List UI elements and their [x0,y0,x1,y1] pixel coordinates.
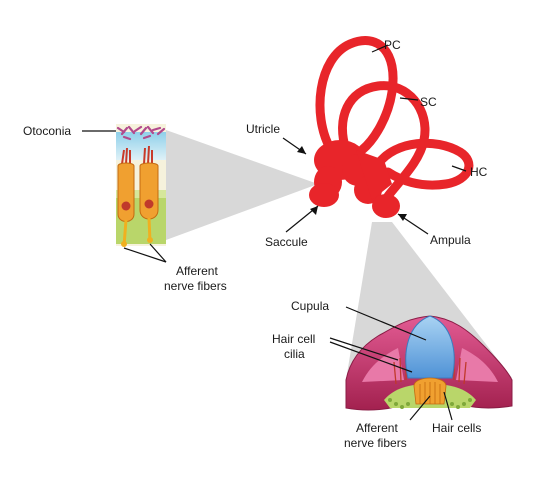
saccule-body [309,183,339,207]
labyrinth [315,36,474,201]
label-hair-cell-cilia-2: cilia [284,347,305,361]
label-hair-cell-cilia-1: Hair cell [272,332,315,346]
label-ampula: Ampula [430,233,471,247]
ampulla-body [372,194,400,218]
label-pc: PC [384,38,401,52]
superior-canal [338,81,430,201]
otolith-inset [116,124,166,247]
ampulla-inset [345,315,513,411]
label-otoconia: Otoconia [23,124,71,138]
vestibule [309,140,400,218]
label-utricle: Utricle [246,122,280,136]
label-afferent-bottom-1: Afferent [356,421,398,435]
label-cupula: Cupula [291,299,329,313]
label-afferent-top-2: nerve fibers [164,279,227,293]
otoconia-crystals [116,125,166,141]
leader-lines [82,44,467,421]
label-afferent-top-1: Afferent [176,264,218,278]
label-saccule: Saccule [265,235,308,249]
horizontal-canal [373,138,474,190]
label-hair-cells: Hair cells [432,421,481,435]
ampulla-nerve-dots [388,398,472,409]
label-hc: HC [470,165,488,179]
otolith-hair-cells [117,145,159,222]
label-sc: SC [420,95,437,109]
label-afferent-bottom-2: nerve fibers [344,436,407,450]
arrowheads [297,146,407,221]
posterior-canal [315,36,398,155]
magnification-cone-left [166,130,318,240]
cupula [405,315,455,379]
